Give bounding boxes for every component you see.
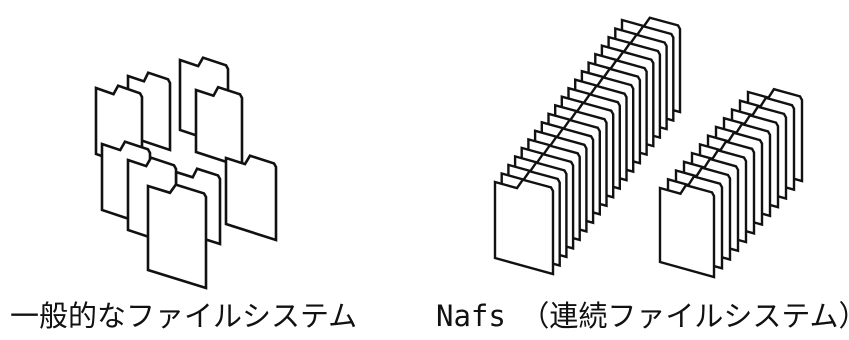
folder-icon [658, 183, 716, 279]
scattered-folders-illustration [94, 56, 278, 290]
contiguous-folders-illustration [493, 16, 804, 279]
folder-icon [493, 178, 555, 276]
folder-icon [146, 183, 208, 290]
caption-nafs-contiguous-file-system: Nafs （連続ファイルシステム） [436, 299, 849, 333]
folder-icon [224, 154, 278, 242]
folder-icon [194, 85, 244, 169]
caption-general-file-system: 一般的なファイルシステム [10, 299, 358, 333]
